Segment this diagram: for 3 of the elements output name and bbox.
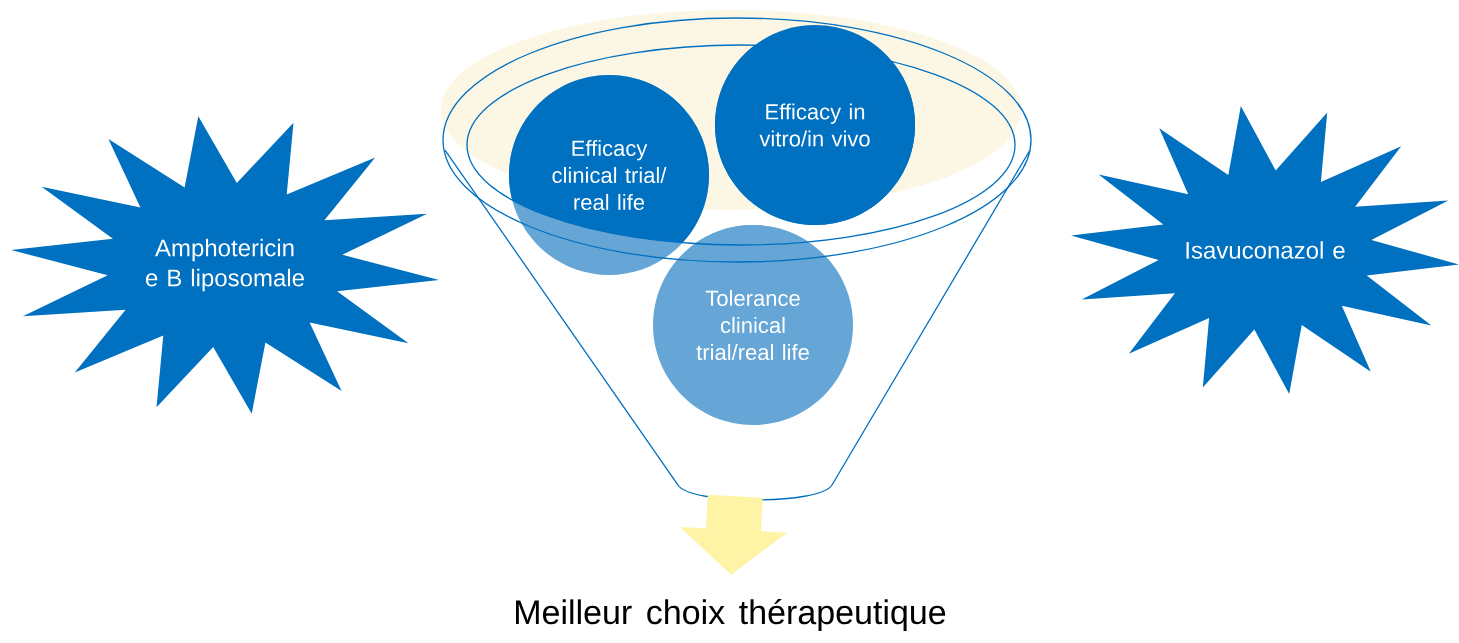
starburst: Isavuconazol e	[1071, 106, 1459, 394]
result-text: Meilleur choix thérapeutique	[516, 598, 946, 632]
starburst: Amphotericin e B liposomale	[11, 116, 439, 414]
